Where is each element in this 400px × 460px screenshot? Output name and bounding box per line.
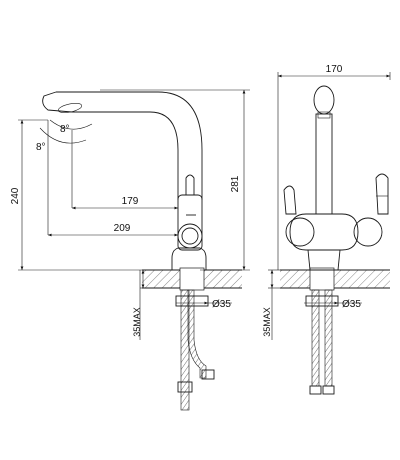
dim-209-side: 209 (48, 223, 178, 237)
dim-diameter-side: Ø35 (176, 299, 232, 310)
dim-diameter-side-label: Ø35 (212, 299, 231, 310)
dim-281-label: 281 (230, 175, 241, 192)
hoses-front (305, 289, 339, 395)
dim-281-side: 281 (100, 89, 250, 271)
dim-35max-front-label: 35MAX (262, 307, 272, 337)
front-view: 170 (262, 64, 391, 395)
dim-240-label: 240 (10, 187, 21, 204)
countertop-front (280, 267, 390, 291)
dim-35max-side-label: 35MAX (132, 307, 142, 337)
countertop-side (142, 267, 242, 291)
dim-170-label: 170 (326, 64, 343, 75)
faucet-body-side (39, 91, 207, 270)
dim-179-side: 179 (72, 196, 178, 210)
side-view: 281 240 179 209 8° 8° Ø35 (10, 89, 250, 411)
faucet-body-front (283, 85, 389, 271)
dim-240-side: 240 (10, 119, 142, 271)
dim-35max-side: 35MAX (132, 270, 148, 340)
angle-upper-label: 8° (60, 124, 70, 135)
dim-209-label: 209 (114, 223, 131, 234)
angle-lower-label: 8° (36, 142, 46, 153)
dim-170-front: 170 (277, 64, 391, 80)
dim-diameter-front-label: Ø35 (342, 299, 361, 310)
dim-179-label: 179 (122, 196, 139, 207)
dim-35max-front: 35MAX (262, 269, 280, 340)
hoses-side (175, 289, 215, 411)
dim-diameter-front: Ø35 (304, 299, 362, 310)
